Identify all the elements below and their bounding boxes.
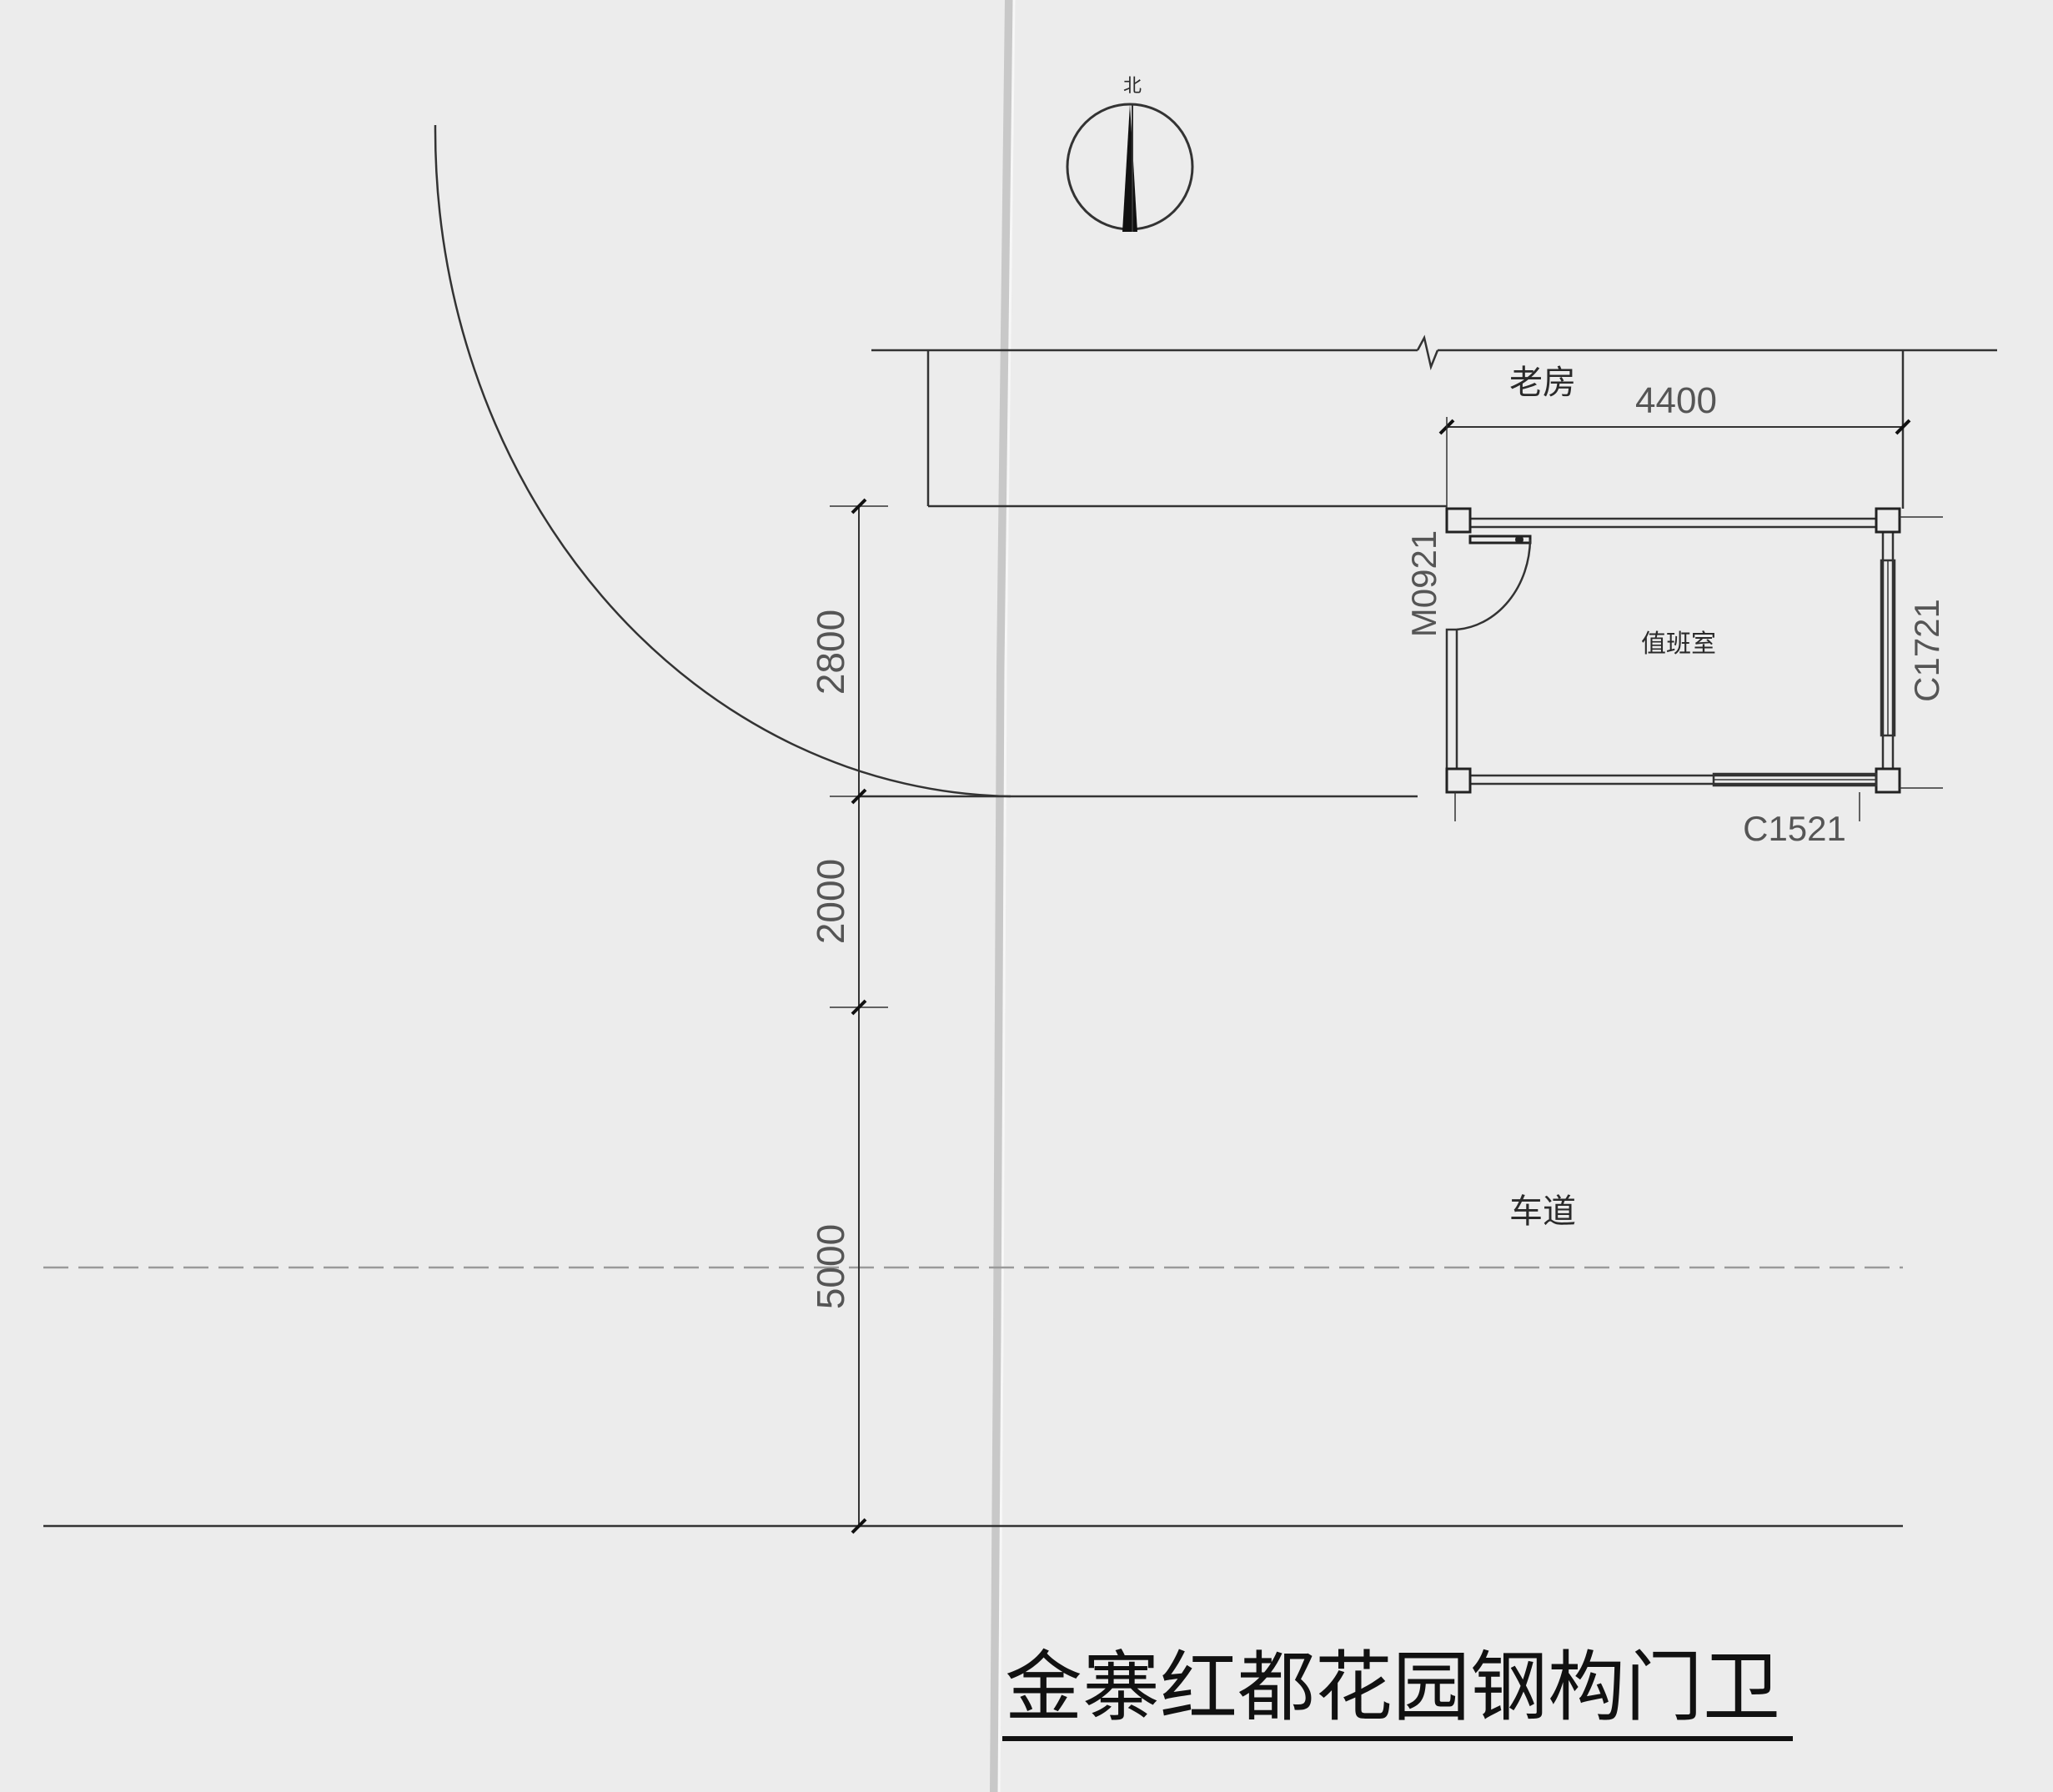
compass-north-label: 北 xyxy=(1123,76,1142,97)
column-se xyxy=(1875,767,1901,794)
duty-room-label: 值班室 xyxy=(1641,630,1716,659)
old-house-label: 老房 xyxy=(1509,364,1576,402)
dim-tick-4 xyxy=(851,1518,867,1534)
paper-crease-edge xyxy=(997,0,1016,1792)
dim-tick-3 xyxy=(851,999,867,1016)
wall-left-lower xyxy=(1445,628,1458,781)
dim-width-tick-right xyxy=(1895,419,1911,435)
dimension-width: 4400 xyxy=(1438,380,1911,517)
paper-crease xyxy=(990,0,1013,1792)
dim-2000-text: 2000 xyxy=(809,859,852,944)
driveway-label: 车道 xyxy=(1509,1192,1576,1231)
north-arrow: 北 xyxy=(1066,76,1194,232)
column-nw xyxy=(1445,507,1472,534)
dim-5000-text: 5000 xyxy=(809,1224,852,1309)
corner-curb-arc xyxy=(434,124,1011,798)
column-ne xyxy=(1875,507,1901,534)
drawing-title: 金寨红都花园钢构门卫 xyxy=(1005,1643,1780,1732)
dim-tick-2 xyxy=(851,788,867,805)
dimension-chain-vertical: 2800 2000 5000 xyxy=(809,498,888,1534)
dim-width-text: 4400 xyxy=(1635,380,1717,421)
old-house-outline xyxy=(871,334,1997,509)
door-swing-arc xyxy=(1456,539,1532,631)
guard-room xyxy=(1445,507,1943,821)
door-code-label: M0921 xyxy=(1404,530,1443,637)
door-handle xyxy=(1515,535,1523,544)
dim-tick-1 xyxy=(851,498,867,515)
column-sw xyxy=(1445,767,1472,794)
south-window-code-label: C1521 xyxy=(1743,809,1846,848)
east-window-code-label: C1721 xyxy=(1907,599,1946,702)
break-mark xyxy=(1416,334,1439,371)
wall-top xyxy=(1449,517,1890,529)
compass-needle xyxy=(1122,104,1137,232)
dim-2800-text: 2800 xyxy=(809,610,852,695)
